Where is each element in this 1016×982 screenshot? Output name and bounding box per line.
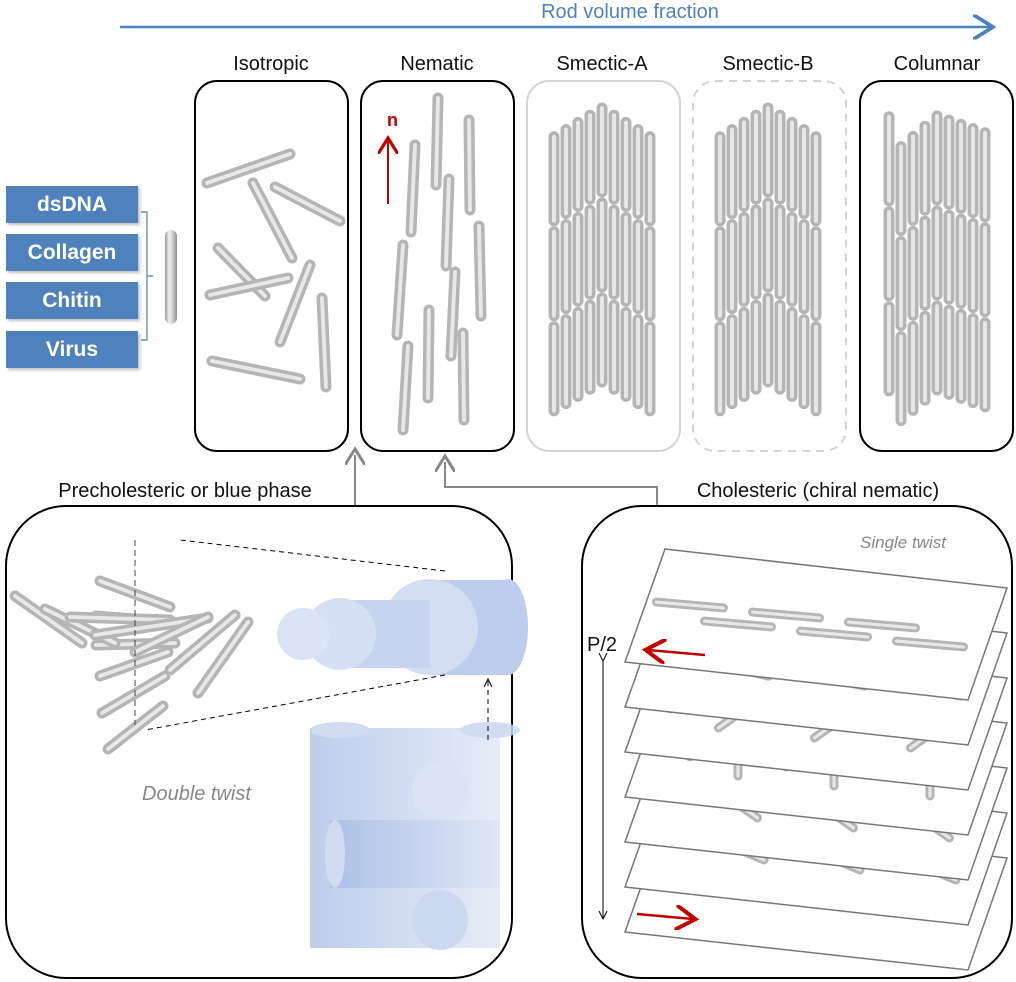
- rod-highlight: [449, 270, 457, 358]
- material-collagen: Collagen: [6, 234, 138, 271]
- double-twist-cylinder: [134, 539, 528, 740]
- rod-highlight: [395, 243, 405, 337]
- rod-highlight: [894, 639, 966, 649]
- rod-highlight: [461, 331, 466, 422]
- connector-cholesteric: [445, 462, 658, 505]
- material-dsdna: dsDNA: [6, 186, 138, 223]
- phase-title-nematic: Nematic: [400, 53, 473, 75]
- rod-highlight: [106, 704, 165, 751]
- rods-group: [9, 92, 991, 755]
- cholesteric-title: Cholesteric (chiral nematic): [697, 480, 939, 502]
- rod-highlight: [133, 615, 210, 654]
- rod-highlight: [98, 650, 170, 678]
- isotropic-box: [194, 80, 349, 452]
- rod-highlight: [320, 296, 328, 389]
- material-virus: Virus: [6, 331, 138, 368]
- phase-title-smectic-b: Smectic-B: [722, 53, 813, 75]
- rod-highlight: [654, 600, 726, 610]
- rod-highlight: [208, 276, 290, 297]
- cholesteric-planes: [623, 548, 1009, 971]
- rod-highlight: [196, 620, 250, 695]
- rod-highlight: [798, 629, 870, 639]
- materials-bracket: [141, 211, 153, 341]
- director-label: n: [387, 110, 398, 130]
- single-twist-caption: Single twist: [860, 533, 947, 552]
- phase-title-smectic-a: Smectic-A: [556, 53, 648, 75]
- rod-highlight: [68, 615, 172, 622]
- precholesteric-title: Precholesteric or blue phase: [58, 480, 311, 502]
- bottom-plane-direction-arrow: [636, 914, 693, 919]
- material-chitin: Chitin: [6, 282, 138, 319]
- phase-title-isotropic: Isotropic: [233, 53, 309, 75]
- rod-highlight: [702, 619, 774, 629]
- top-plane-direction-arrow: [648, 650, 706, 655]
- rod-highlight: [278, 263, 312, 344]
- rod-highlight: [251, 181, 294, 260]
- rod-highlight: [750, 610, 822, 620]
- pitch-label: P/2: [587, 634, 617, 656]
- rod-highlight: [444, 177, 451, 268]
- columnar-box: [859, 80, 1014, 452]
- rod-highlight: [477, 224, 483, 318]
- rod-highlight: [846, 620, 918, 630]
- single-rod-icon: [165, 230, 177, 324]
- rod-highlight: [210, 359, 302, 381]
- precholesteric-box: [5, 505, 513, 979]
- rod-highlight: [168, 613, 237, 672]
- rod-highlight: [273, 185, 342, 223]
- rod-highlight: [409, 143, 417, 234]
- rod-highlight: [434, 96, 440, 187]
- rod-highlight: [100, 674, 167, 715]
- rod-highlight: [205, 152, 292, 185]
- smectic-a-box: [526, 80, 681, 452]
- nematic-box: [360, 80, 515, 452]
- double-twist-caption: Double twist: [142, 783, 252, 805]
- cholesteric-plane: [623, 548, 1009, 701]
- rod-highlight: [13, 594, 84, 645]
- phase-title-columnar: Columnar: [894, 53, 981, 75]
- rod-highlight: [426, 308, 431, 400]
- cholesteric-box: [581, 505, 1013, 979]
- blue-phase-lattice: [310, 722, 520, 950]
- rod-highlight: [401, 344, 410, 432]
- axis-label: Rod volume fraction: [541, 1, 719, 23]
- rod-highlight: [467, 118, 472, 212]
